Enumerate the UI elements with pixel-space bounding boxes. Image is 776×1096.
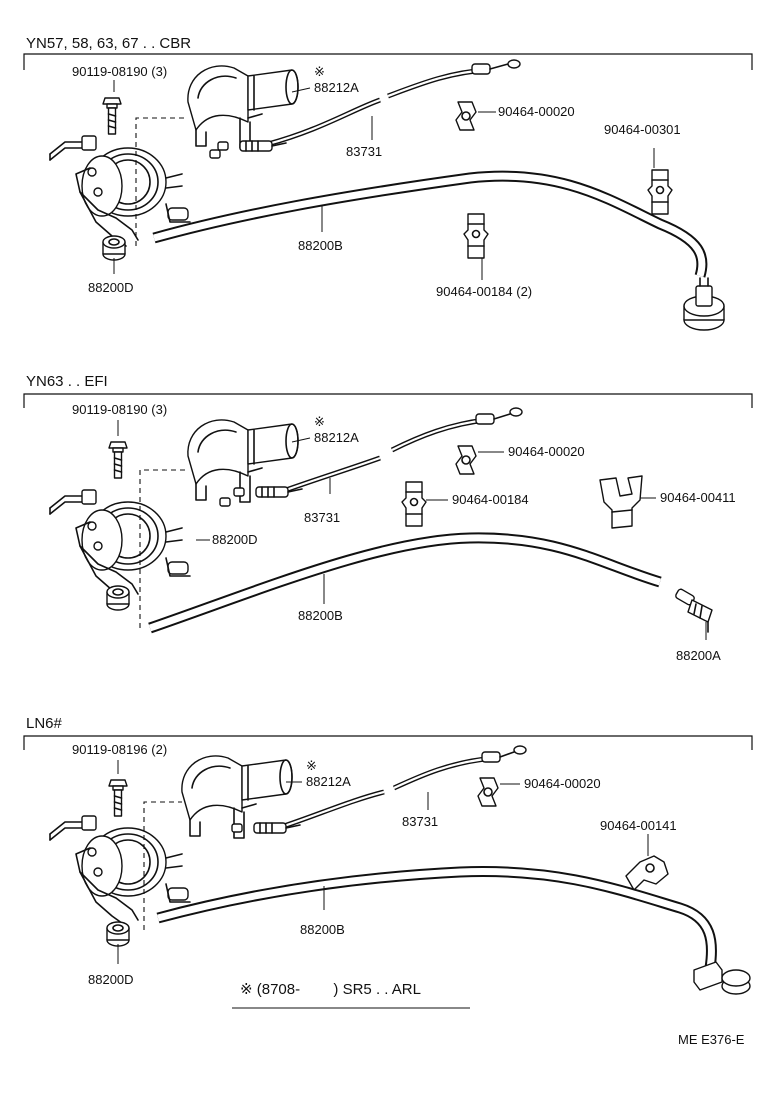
label-cable: 83731: [304, 510, 340, 525]
label-bolt: 90119-08190 (3): [72, 402, 167, 417]
label-cover: 88212A: [314, 430, 359, 445]
section-title: YN57, 58, 63, 67 . . CBR: [26, 35, 191, 52]
label-cover-mark: ※: [306, 758, 317, 773]
label-clip-c: 90464-00184 (2): [436, 284, 532, 299]
clip-00184: [463, 213, 489, 259]
label-clip-b: 90464-00184: [452, 492, 529, 507]
label-hose: 88200B: [298, 608, 343, 623]
bolt: [102, 97, 122, 135]
clip-00141: [625, 855, 669, 891]
section-frame: [23, 393, 753, 408]
hose-end-cap: [683, 277, 725, 331]
section-title: LN6#: [26, 715, 63, 732]
label-clip-b: 90464-00141: [600, 818, 677, 833]
clip-00020: [455, 445, 477, 475]
grommet: [106, 585, 130, 611]
label-cover: 88212A: [306, 774, 351, 789]
control-cable: [231, 745, 527, 834]
label-bolt: 90119-08190 (3): [72, 64, 167, 79]
label-actuator: 88200D: [88, 972, 134, 987]
clip-00020: [455, 101, 477, 131]
footnote: ※ (8708- ) SR5 . . ARL: [240, 981, 421, 998]
label-hose: 88200B: [300, 922, 345, 937]
vacuum-hose: [152, 170, 708, 278]
label-clip-a: 90464-00020: [524, 776, 601, 791]
hose-end-fitting: [693, 961, 751, 995]
vacuum-hose: [156, 866, 717, 969]
label-clip-a: 90464-00020: [508, 444, 585, 459]
label-clip-a: 90464-00020: [498, 104, 575, 119]
label-clip-c: 90464-00411: [660, 490, 736, 505]
label-cable: 83731: [402, 814, 438, 829]
bolt: [108, 779, 128, 817]
clip-00301: [647, 169, 673, 215]
label-actuator: 88200D: [88, 280, 134, 295]
section-frame: [23, 53, 753, 70]
label-clip-b: 90464-00301: [604, 122, 681, 137]
check-valve: [675, 588, 713, 633]
label-cover-mark: ※: [314, 64, 325, 79]
control-cable: [209, 59, 521, 159]
clip-00411: [599, 475, 643, 529]
clip-00184: [401, 481, 427, 527]
label-valve: 88200A: [676, 648, 721, 663]
label-cable: 83731: [346, 144, 382, 159]
bolt: [108, 441, 128, 479]
drawing-code: ME E376-E: [678, 1032, 745, 1047]
section-frame: [23, 735, 753, 750]
section-cbr: YN57, 58, 63, 67 . . CBR 90119-08190 (3)…: [23, 35, 753, 331]
actuator-cover: [187, 65, 299, 149]
section-title: YN63 . . EFI: [26, 373, 108, 390]
control-cable: [219, 407, 523, 507]
actuator-assembly: [49, 489, 191, 601]
grommet: [106, 921, 130, 947]
clip-00020: [477, 777, 499, 807]
section-ln6: LN6# 90119-08196 (2) 88200D ※ 88212A 837…: [23, 715, 753, 995]
label-bolt: 90119-08196 (2): [72, 742, 167, 757]
grommet: [102, 235, 126, 261]
label-cover: 88212A: [314, 80, 359, 95]
label-cover-mark: ※: [314, 414, 325, 429]
section-efi: YN63 . . EFI 90119-08190 (3) 88200D ※ 88…: [23, 373, 753, 663]
vacuum-hose: [148, 532, 662, 634]
label-hose: 88200B: [298, 238, 343, 253]
label-actuator: 88200D: [212, 532, 258, 547]
